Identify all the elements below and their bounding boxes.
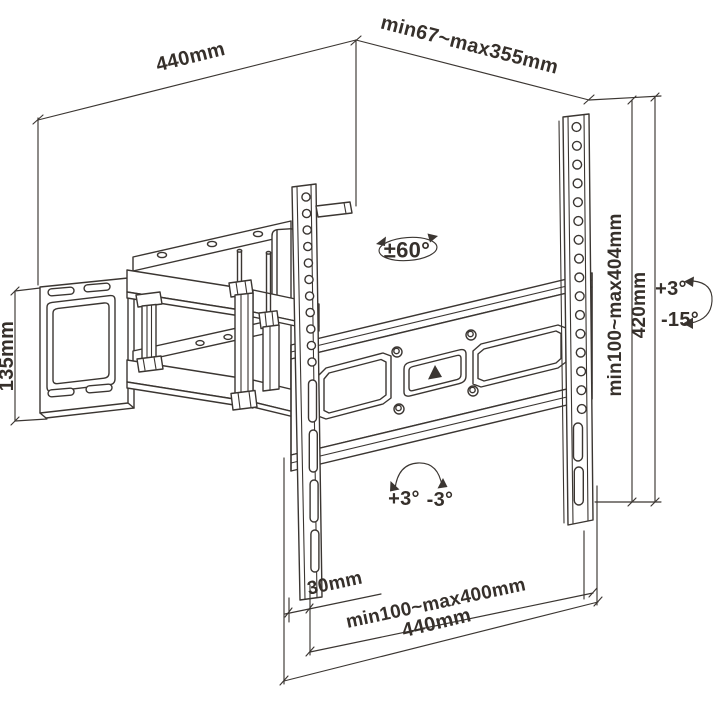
bracket-height-label: 420mm — [629, 272, 650, 339]
level-arrow-icon — [394, 462, 443, 490]
level-annotation: +3° -3° — [388, 462, 454, 511]
level-left-label: +3° — [388, 488, 420, 510]
vesa-vertical-label: min100~max404mm — [605, 213, 626, 396]
tilt-up-label: +3° — [655, 278, 687, 300]
upper-rear-beam — [132, 220, 292, 272]
vesa-plate — [403, 348, 467, 397]
plate-height-label: 135mm — [0, 321, 18, 391]
left-vesa-rail — [291, 183, 353, 601]
left-rail-holes — [301, 192, 317, 367]
level-right-label: -3° — [427, 489, 454, 511]
mid-hinge-pin — [228, 248, 258, 411]
crossbar-bolts — [391, 329, 479, 415]
wall-plate-center-hole — [46, 294, 116, 393]
dim-vesa-vertical: min100~max404mm — [605, 95, 637, 507]
swivel-arrow-icon — [378, 236, 438, 262]
wall-plate — [39, 277, 135, 419]
dim-vesa-horizontal: min100~max400mm — [305, 530, 598, 657]
dim-plate-height: 135mm — [0, 286, 48, 426]
wall-hinge-pin — [135, 291, 164, 373]
bracket-hinge-pin — [258, 250, 280, 392]
up-arrow-icon — [428, 365, 442, 380]
wall-plate-screw-slots — [47, 282, 113, 398]
crossbar-left-cutout — [317, 352, 392, 420]
swivel-label: ±60° — [384, 238, 431, 263]
tilt-annotation: +3° -15° — [655, 276, 713, 331]
right-vesa-rail — [558, 113, 594, 526]
rail-top-tab — [315, 201, 353, 218]
top-width-label: 440mm — [154, 38, 228, 76]
crossbar — [290, 272, 593, 472]
dim-extension-range: min67~max355mm — [355, 12, 595, 105]
right-rail-slots — [572, 422, 584, 506]
tilt-arrow-icon — [690, 280, 713, 324]
tilt-down-label: -15° — [661, 309, 699, 331]
swivel-annotation: ±60° — [376, 233, 438, 263]
left-rail-slots — [307, 379, 320, 573]
right-rail-holes — [571, 121, 587, 415]
dim-bracket-height: 420mm — [588, 92, 662, 507]
